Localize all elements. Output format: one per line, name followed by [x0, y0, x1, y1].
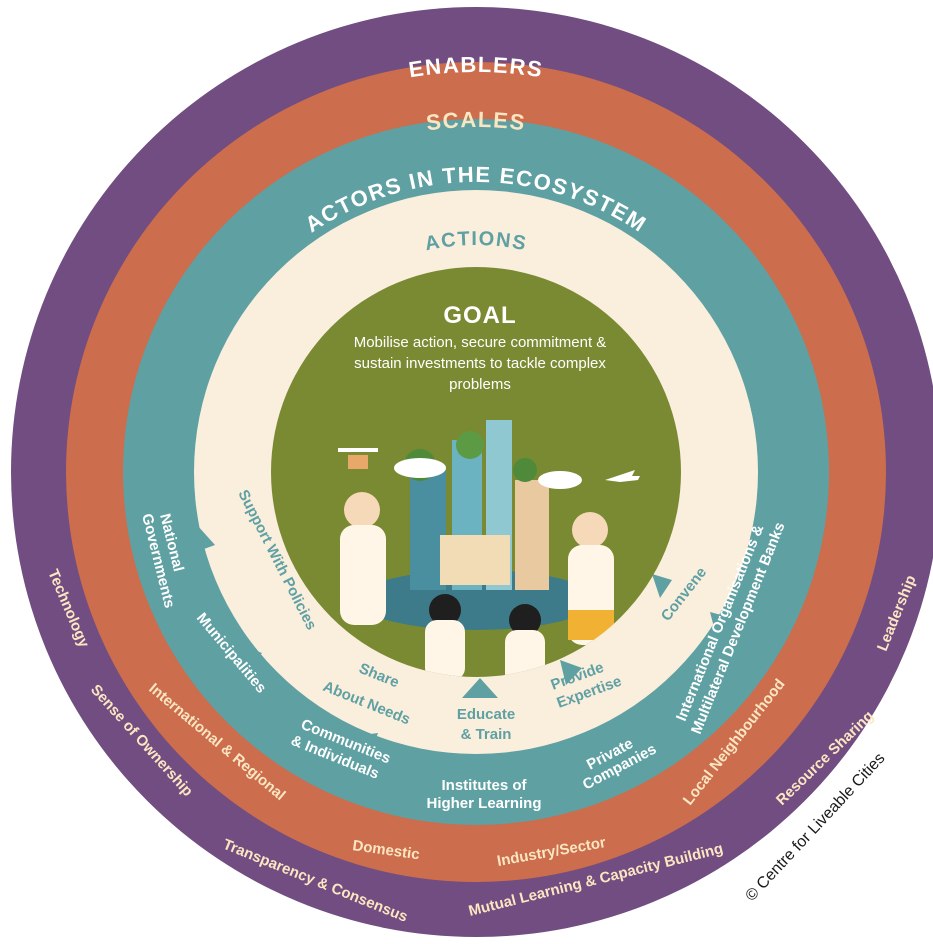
arrow-marker — [652, 574, 672, 598]
arrow-marker — [240, 645, 262, 670]
actor-label: Institutes of — [442, 777, 528, 794]
action-label: & Train — [461, 726, 512, 743]
arrow-marker — [710, 612, 732, 635]
action-label: Educate — [457, 706, 515, 723]
arrow-marker — [193, 525, 215, 553]
city-illustration — [340, 420, 614, 677]
arrow-marker — [355, 733, 378, 755]
arrow-marker — [560, 660, 582, 685]
airplane-icon — [605, 470, 640, 482]
cloud-icon — [394, 458, 582, 489]
cycle-arrows — [193, 525, 732, 755]
drone-icon — [338, 448, 378, 469]
goal-description: Mobilise action, secure commitment & sus… — [353, 334, 607, 393]
arrow-marker — [462, 678, 498, 698]
actor-label: Higher Learning — [426, 795, 541, 812]
scales-title: SCALES — [425, 107, 528, 135]
goal-block: GOAL Mobilise action, secure commitment … — [330, 302, 630, 395]
goal-title: GOAL — [443, 302, 517, 329]
